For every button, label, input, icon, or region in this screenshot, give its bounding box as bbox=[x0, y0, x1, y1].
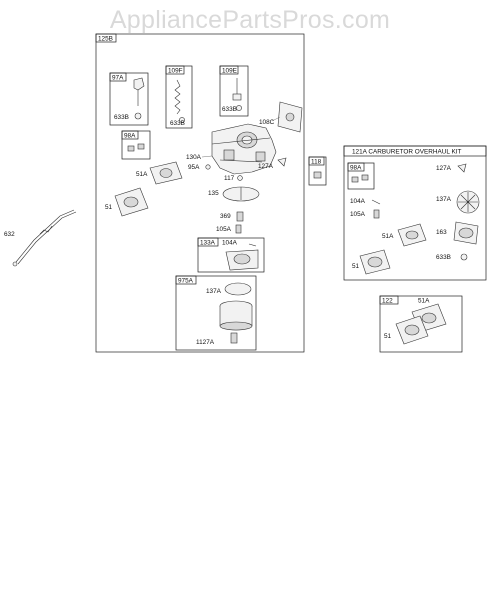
kit-125b[interactable]: 125B bbox=[95, 33, 305, 353]
label-137a: 137A bbox=[206, 288, 222, 295]
label-130a: 130A bbox=[186, 154, 202, 161]
part-369[interactable]: 369 bbox=[220, 211, 244, 222]
part-632[interactable]: 632 bbox=[4, 209, 77, 267]
118-part bbox=[313, 171, 322, 179]
part-127a[interactable]: 127A bbox=[258, 157, 287, 170]
label-633b-b: 633B bbox=[170, 120, 185, 127]
label-ov-163: 163 bbox=[436, 229, 447, 236]
part-51a[interactable]: 51A bbox=[136, 161, 183, 185]
label-1127a: 1127A bbox=[196, 339, 215, 346]
kit-122-tag: 122 bbox=[382, 298, 393, 305]
label-51: 51 bbox=[105, 204, 113, 211]
kit-975a-tag: 975A bbox=[178, 278, 194, 285]
kit-121a-title: 121A CARBURETOR OVERHAUL KIT bbox=[352, 149, 461, 156]
kit-109f[interactable]: 109F 633B bbox=[165, 65, 193, 129]
kit-118[interactable]: 118 bbox=[308, 156, 327, 186]
kit-133a[interactable]: 133A 104A bbox=[197, 237, 265, 273]
label-k122-51a: 51A bbox=[418, 298, 430, 305]
kit-125b-frame bbox=[95, 33, 305, 353]
kit-98a-tag: 98A bbox=[124, 133, 136, 140]
screw-part bbox=[127, 145, 135, 152]
label-108c: 108C bbox=[259, 119, 275, 126]
part-130a-95a[interactable]: 130A 95A bbox=[186, 154, 213, 171]
label-ov-105a: 105A bbox=[350, 211, 366, 218]
kit-122[interactable]: 122 51A 51 bbox=[379, 295, 463, 353]
primer-bulb-part bbox=[224, 282, 252, 296]
kit-125b-tag: 125B bbox=[98, 36, 113, 43]
kit-133a-tag: 133A bbox=[200, 240, 216, 247]
part-51[interactable]: 51 bbox=[105, 187, 149, 217]
carburetor-body-part bbox=[211, 123, 277, 175]
label-95a: 95A bbox=[188, 164, 200, 171]
label-104a: 104A bbox=[222, 240, 238, 247]
o-ring-part bbox=[134, 112, 142, 120]
idle-jet-spring-part bbox=[174, 79, 181, 115]
kit-975a[interactable]: 975A 137A 1127A bbox=[175, 275, 257, 351]
kit-122-frame bbox=[379, 295, 463, 353]
label-369: 369 bbox=[220, 213, 231, 220]
127a-part bbox=[277, 157, 287, 167]
label-633b-c: 633B bbox=[222, 106, 237, 113]
label-ov-137a: 137A bbox=[436, 196, 452, 203]
kit-118-tag: 118 bbox=[311, 159, 322, 166]
needle-spring-part bbox=[133, 77, 145, 91]
label-ov-51: 51 bbox=[352, 263, 360, 270]
kit-109f-tag: 109F bbox=[168, 68, 183, 75]
carburetor-body bbox=[211, 123, 277, 175]
label-ov-633b: 633B bbox=[436, 254, 451, 261]
369-part bbox=[236, 211, 244, 222]
label-k122-51: 51 bbox=[384, 333, 392, 340]
kit-125b-tag-box bbox=[95, 33, 117, 43]
part-117[interactable]: 117 bbox=[224, 175, 243, 182]
kit-109e-tag: 109E bbox=[222, 68, 237, 75]
part-108c[interactable]: 108C bbox=[259, 101, 303, 133]
kit-97a[interactable]: 97A 633B bbox=[109, 72, 149, 126]
part-105a[interactable]: 105A bbox=[216, 224, 242, 234]
kit-975a-frame bbox=[175, 275, 257, 351]
bowl-screw-part bbox=[230, 332, 238, 344]
kit-98a-overhaul-tag: 98A bbox=[350, 165, 362, 172]
part-135[interactable]: 135 bbox=[208, 186, 260, 202]
kit-97a-frame bbox=[109, 72, 149, 126]
label-ov-104a: 104A bbox=[350, 198, 366, 205]
label-51a: 51A bbox=[136, 171, 148, 178]
label-632: 632 bbox=[4, 231, 15, 238]
kit-109f-frame bbox=[165, 65, 193, 129]
kit-97a-tag: 97A bbox=[112, 75, 124, 82]
watermark: AppliancePartsPros.com bbox=[110, 6, 390, 34]
kit-121a[interactable]: 121A CARBURETOR OVERHAUL KIT 98A 127A 10… bbox=[343, 145, 487, 281]
label-ov-127a: 127A bbox=[436, 165, 452, 172]
label-633b-a: 633B bbox=[114, 114, 129, 121]
label-117: 117 bbox=[224, 175, 235, 182]
label-105a: 105A bbox=[216, 226, 232, 233]
kit-133a-frame bbox=[197, 237, 265, 273]
label-127a: 127A bbox=[258, 163, 274, 170]
linkage-part bbox=[15, 209, 75, 263]
kit-98a[interactable]: 98A bbox=[121, 130, 151, 160]
kit-109e[interactable]: 109E 633B bbox=[219, 65, 249, 117]
label-ov-51a: 51A bbox=[382, 233, 394, 240]
label-135: 135 bbox=[208, 190, 219, 197]
